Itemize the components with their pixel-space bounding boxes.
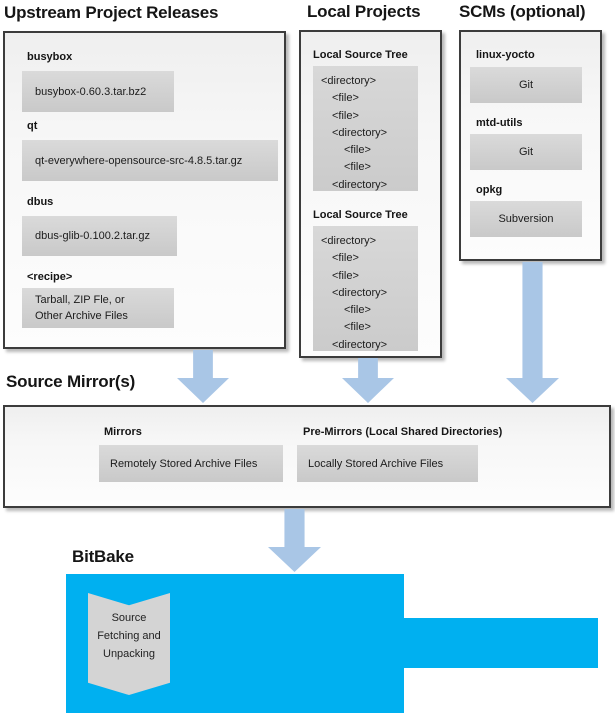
tree-node: <file> <box>332 109 359 122</box>
tree-node: <file> <box>344 161 371 174</box>
upstream-entry-label: qt <box>27 120 38 132</box>
scm-entry-value: Subversion <box>470 201 582 237</box>
process-line: Unpacking <box>103 648 155 660</box>
upstream-entry-value: qt-everywhere-opensource-src-4.8.5.tar.g… <box>22 140 278 181</box>
archive-filename: dbus-glib-0.100.2.tar.gz <box>35 230 150 242</box>
local-source-tree-label: Local Source Tree <box>313 49 408 61</box>
process-line: Fetching and <box>97 630 161 642</box>
archive-type-line: Tarball, ZIP Fle, or <box>35 294 125 306</box>
scm-type: Git <box>518 79 534 91</box>
tree-node: <file> <box>344 304 371 317</box>
mirrors-label: Mirrors <box>104 426 142 438</box>
arrow-local-to-mirrors <box>342 358 394 403</box>
upstream-entry-value: busybox-0.60.3.tar.bz2 <box>22 71 174 112</box>
local-source-tree-label: Local Source Tree <box>313 209 408 221</box>
tree-node: <directory> <box>332 178 388 191</box>
arrow-upstream-to-mirrors <box>177 350 229 403</box>
scm-entry-value: Git <box>470 67 582 103</box>
local-source-tree: <directory> <file> <file> <directory> <f… <box>313 226 418 351</box>
upstream-entry-value: Tarball, ZIP Fle, or Other Archive Files <box>22 288 174 328</box>
scm-type: Git <box>518 146 534 158</box>
mirrors-value: Remotely Stored Archive Files <box>99 445 283 482</box>
scm-entry-label: opkg <box>476 184 503 196</box>
tree-node: <file> <box>344 321 371 334</box>
scm-entry-value: Git <box>470 134 582 170</box>
source-fetching-step: Source Fetching and Unpacking <box>88 593 170 695</box>
scm-entry-label: mtd-utils <box>476 117 523 129</box>
tree-node: <directory> <box>332 338 388 351</box>
local-source-tree: <directory> <file> <file> <directory> <f… <box>313 66 418 191</box>
local-projects-title: Local Projects <box>307 2 421 21</box>
upstream-entry-label: <recipe> <box>27 271 73 283</box>
archive-type-line: Other Archive Files <box>35 310 128 322</box>
tree-node: <file> <box>332 252 359 265</box>
upstream-entry-label: busybox <box>27 51 73 63</box>
archive-filename: qt-everywhere-opensource-src-4.8.5.tar.g… <box>35 154 243 167</box>
scm-type: Subversion <box>498 213 554 225</box>
arrow-scms-to-mirrors <box>506 262 559 403</box>
process-line: Source <box>111 612 147 624</box>
archive-filename: busybox-0.60.3.tar.bz2 <box>35 85 147 98</box>
scm-entry-label: linux-yocto <box>476 49 535 61</box>
pre-mirrors-label: Pre-Mirrors (Local Shared Directories) <box>303 426 503 438</box>
pre-mirrors-value: Locally Stored Archive Files <box>297 445 478 482</box>
tree-node: <file> <box>332 92 359 105</box>
bitbake-output-tab <box>404 618 598 668</box>
upstream-title: Upstream Project Releases <box>4 3 219 22</box>
arrow-mirrors-to-bitbake <box>268 509 321 572</box>
mirror-description: Locally Stored Archive Files <box>308 457 444 470</box>
tree-node: <directory> <box>321 75 377 87</box>
tree-node: <directory> <box>332 286 388 299</box>
tree-node: <directory> <box>321 235 377 247</box>
upstream-entry-value: dbus-glib-0.100.2.tar.gz <box>22 216 177 256</box>
bitbake-title: BitBake <box>72 547 134 566</box>
tree-node: <file> <box>332 269 359 282</box>
source-mirrors-title: Source Mirror(s) <box>6 372 136 391</box>
upstream-entry-label: dbus <box>27 196 54 208</box>
scms-title: SCMs (optional) <box>459 2 586 21</box>
mirror-description: Remotely Stored Archive Files <box>110 457 258 470</box>
tree-node: <file> <box>344 144 371 157</box>
tree-node: <directory> <box>332 126 388 139</box>
